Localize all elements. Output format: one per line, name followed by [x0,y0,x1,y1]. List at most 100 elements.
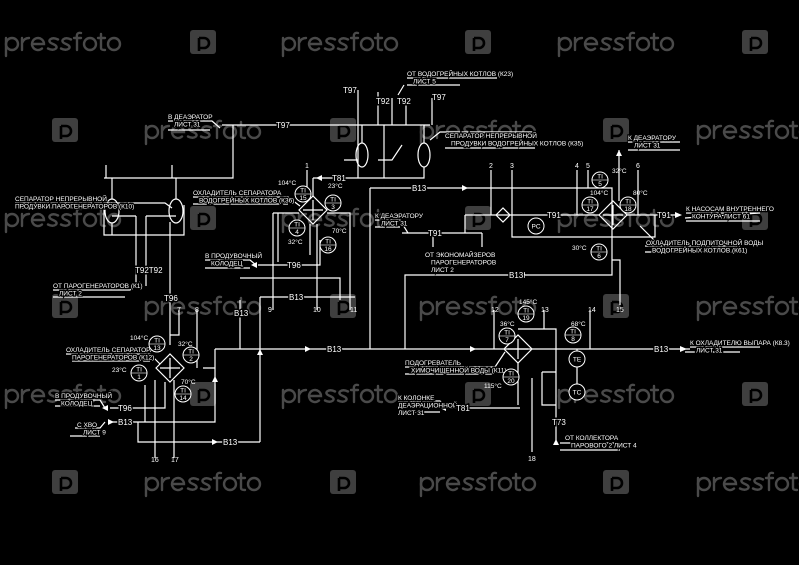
pipe-tag: В13 [412,184,427,193]
line-number: 18 [528,456,536,463]
label-to-column: ЛИСТ 31 [398,410,425,417]
label-to-pumps: КОНТУРА ЛИСТ 61 [692,214,750,221]
temperature-reading: 104°C [130,334,148,342]
watermark-layer [4,30,799,498]
label-from-hvo: ЛИСТ 9 [83,430,106,437]
watermark-logo-icon [742,382,768,406]
label-from-collector: ПАРОВОГО 2 ЛИСТ 4 [571,443,637,450]
instrument-id: 16 [324,246,332,253]
instrument-type: TI [597,174,603,181]
instrument-tc[interactable]: TC [568,383,586,401]
label-cooler-sep-boilers: ОХЛАДИТЕЛЬ СЕПАРАТОРА [193,190,282,197]
pipe-tag: Т97 [343,86,357,95]
pipe-tag: В13 [327,345,342,354]
instrument-type: TI [300,188,306,195]
label-to-vapor-cooler: ЛИСТ 31 [696,348,723,355]
temperature-reading: 68°C [571,320,586,328]
pipe-tag: Т97 [432,93,446,102]
instrument-type: TI [325,239,331,246]
pipelines [15,77,761,458]
instrument-type: TI [504,330,510,337]
line-number: 14 [588,307,596,314]
instrument-bubble-icon [568,350,586,368]
instrument-type: TI [154,338,160,345]
watermark-logo-icon [603,470,629,494]
instrument-id: 17 [586,206,594,213]
label-from-pg: ЛИСТ 2 [59,291,82,298]
line-number: 2 [489,163,493,170]
label-from-boilers: ОТ ВОДОГРЕЙНЫХ КОТЛОВ (К23) [407,69,513,78]
pipe-tag: Т97 [276,121,290,130]
watermark-logo-icon [742,30,768,54]
temperature-reading: 23°C [328,182,343,190]
pipe-tag: Т91 [547,211,561,220]
label-sep-pg: ПРОДУВКИ ПАРОГЕНЕРАТОРОВ (К10) [15,204,134,211]
line-number: 12 [491,307,499,314]
pipe-tag: В13 [118,418,133,427]
temperature-reading: 70°C [181,378,196,386]
instrument-type: TI [523,308,529,315]
instrument-id: 15 [299,195,307,202]
instrument-id: 2 [189,356,193,363]
instrument-id: 5 [598,181,602,188]
watermark-logo-icon [190,206,216,230]
line-number: 1 [305,163,309,170]
instrument-te[interactable]: TE [568,350,586,368]
watermark-logo-icon [465,30,491,54]
instrument-pc[interactable]: PC [527,217,545,235]
temperature-reading: 80°C [633,189,648,197]
pipe-tag: Т92 [376,97,390,106]
watermark-logo-icon [330,118,356,142]
label-cooler-sep-pg: ПАРОГЕНЕРАТОРОВ (К12) [72,355,154,362]
label-to-deaerator-a: В ДЕАЭРАТОР [168,114,213,121]
flow-arrows [102,150,687,445]
pipe-tag: Т91 [428,229,442,238]
pipe-tag: Т81 [332,174,346,183]
line-number: 8 [195,307,199,314]
watermark-logo-icon [190,382,216,406]
label-to-blowdown-b: КОЛОДЕЦ [61,401,93,408]
watermark-logo-icon [330,470,356,494]
label-sep-pg: СЕПАРАТОР НЕПРЕРЫВНОЙ [15,194,107,203]
label-cooler-makeup: ВОДОГРЕЙНЫХ КОТЛОВ (К61) [652,246,747,255]
instrument-id: 13 [153,345,161,352]
instrument-type: TI [136,367,142,374]
label-to-column: ДЕАЭРАЦИОННОЙ [398,401,458,410]
label-to-deaerator-a: ЛИСТ 31 [174,122,201,129]
label-heater: ПОДОГРЕВАТЕЛЬ [405,360,461,367]
line-number: 11 [350,307,357,314]
instrument-type: TI [330,197,336,204]
line-number: 10 [313,307,321,314]
label-from-economizers: ПАРОГЕНЕРАТОРОВ [431,260,496,267]
line-number: 17 [171,457,179,464]
label-cooler-sep-pg: ОХЛАДИТЕЛЬ СЕПАРАТОРА [66,347,155,354]
pipe-tag: В13 [509,271,524,280]
line-number: 3 [510,163,514,170]
instrument-id: 7 [505,337,509,344]
pipe-tag: В13 [234,309,249,318]
instrument-id: 1 [137,374,141,381]
watermark-logo-icon [465,206,491,230]
instrument-id: 8 [571,336,575,343]
line-number: 16 [151,457,159,464]
instrument-id: 19 [522,315,530,322]
instrument-id: 18 [624,206,632,213]
